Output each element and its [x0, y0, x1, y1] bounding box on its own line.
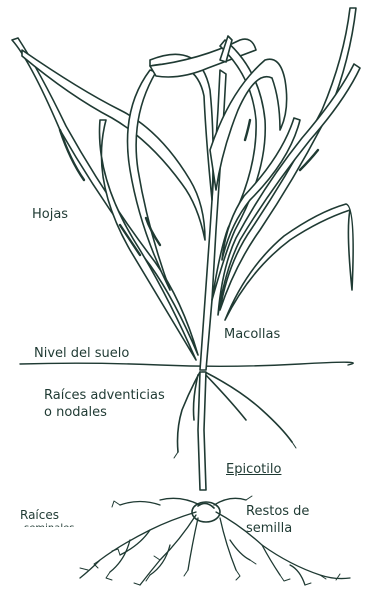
- label-raices-adventicias: Raíces adventicias: [44, 387, 165, 404]
- label-seminales: seminales: [24, 520, 75, 527]
- label-o-nodales: o nodales: [44, 404, 107, 421]
- adventitious-root-right: [205, 372, 292, 442]
- label-hojas: Hojas: [32, 206, 68, 223]
- label-restos-de: Restos de: [246, 503, 309, 520]
- label-nivel-del-suelo: Nivel del suelo: [34, 345, 129, 362]
- ground-line: [20, 362, 353, 366]
- leaf-right-low: [225, 204, 353, 320]
- epicotyl: [198, 372, 206, 490]
- label-semilla: semilla: [246, 520, 292, 537]
- label-epicotilo: Epicotilo: [226, 461, 281, 478]
- label-macollas: Macollas: [224, 326, 280, 343]
